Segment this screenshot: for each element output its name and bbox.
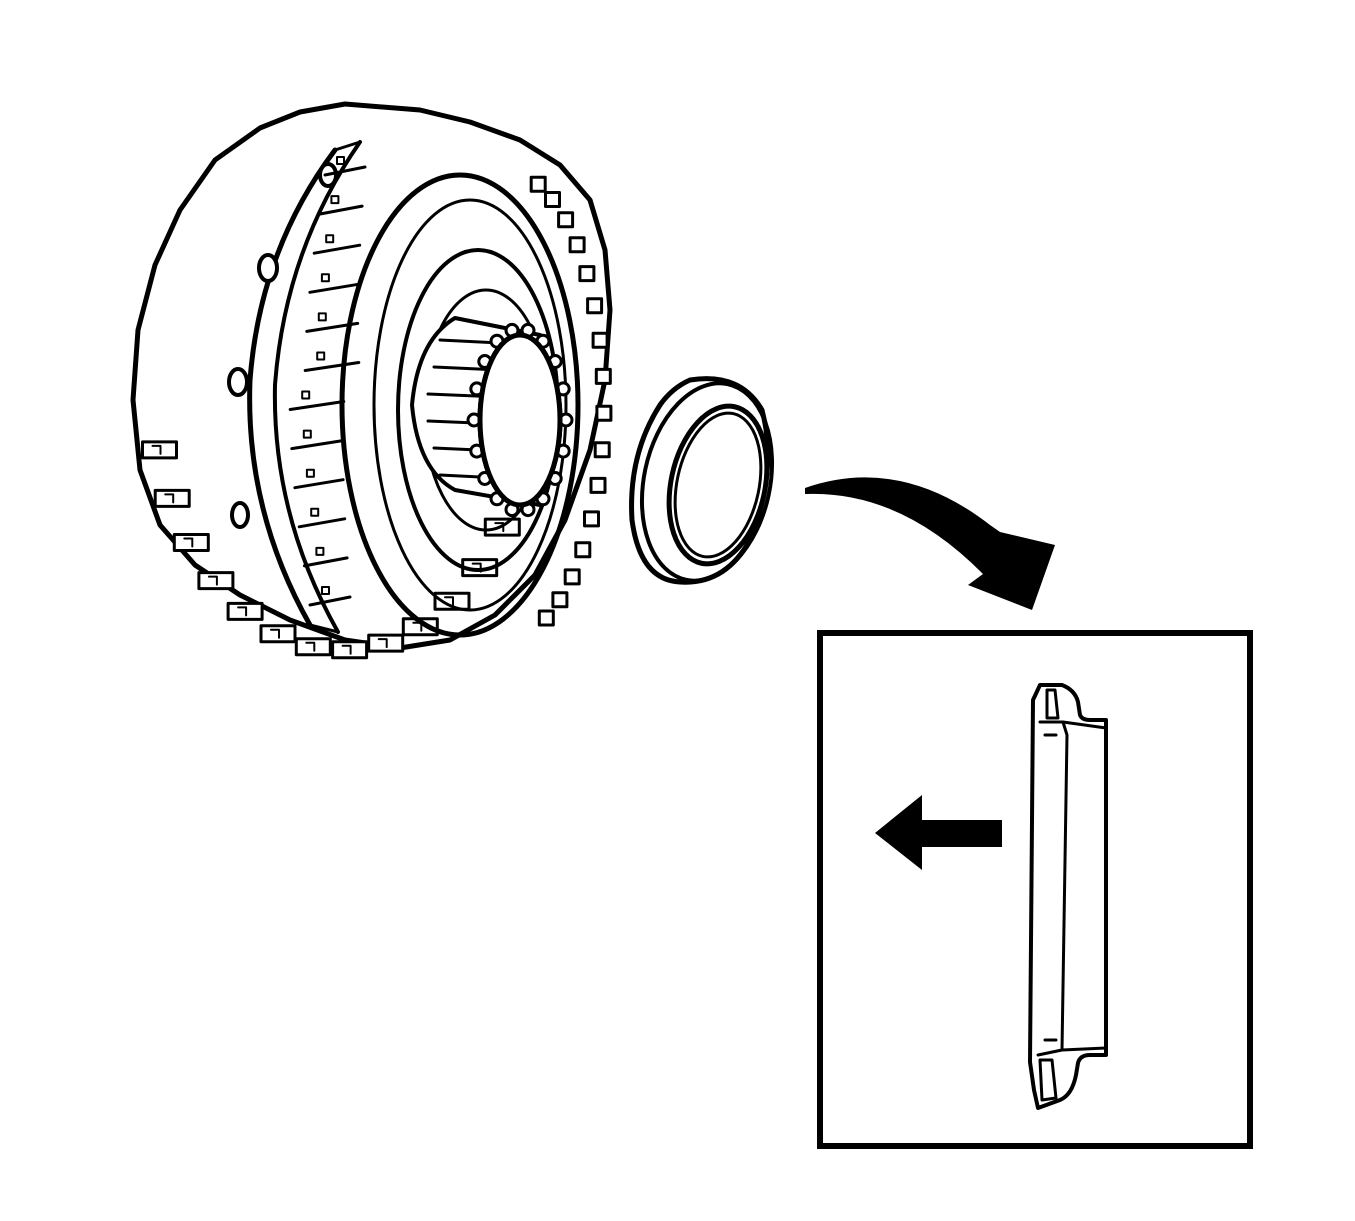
spline-tooth: [367, 633, 405, 653]
face-tooth: [574, 541, 592, 559]
face-tooth: [591, 331, 609, 349]
spline-tooth: [331, 640, 369, 660]
thrust-bearing-washer: [629, 376, 775, 585]
drum-rib: [302, 556, 349, 568]
face-tooth: [568, 236, 586, 254]
spline-tooth: [141, 440, 178, 460]
hub-bore: [477, 332, 563, 508]
splined-hub: [410, 316, 574, 518]
drum-rib: [305, 321, 360, 333]
face-tooth: [551, 591, 569, 609]
face-tooth: [557, 211, 575, 229]
curved-arrow-icon: [805, 477, 1055, 610]
drum-front-splines: [288, 156, 613, 627]
face-tooth: [537, 609, 555, 627]
face-tooth: [589, 476, 607, 494]
drum-rib: [312, 243, 362, 255]
drum-rib: [317, 204, 364, 216]
spline-tooth: [433, 591, 471, 611]
face-tooth: [578, 265, 596, 283]
drum-rib: [323, 165, 367, 177]
clutch-drum-assembly: [130, 101, 613, 660]
face-tooth: [544, 191, 561, 208]
drum-rib: [297, 517, 347, 529]
detail-callout-box: [817, 630, 1253, 1149]
spline-tooth: [294, 637, 332, 657]
face-tooth: [595, 404, 613, 422]
face-tooth: [594, 367, 612, 385]
drum-rib: [303, 361, 361, 372]
drum-back-splines: [141, 440, 521, 660]
drum-rib: [293, 478, 345, 490]
spline-tooth: [226, 601, 264, 621]
drum-rib: [308, 595, 352, 607]
face-tooth: [586, 297, 604, 315]
drum-rib: [308, 282, 360, 294]
face-tooth: [563, 568, 581, 586]
drum-rib: [288, 400, 346, 411]
spline-tooth: [197, 571, 235, 591]
face-tooth: [529, 175, 547, 193]
left-arrow-icon: [875, 795, 1002, 870]
drum-rib: [290, 439, 345, 451]
spline-tooth: [153, 488, 191, 508]
washer-cross-section: [1028, 683, 1108, 1110]
spline-tooth: [401, 617, 439, 637]
face-tooth: [593, 441, 611, 459]
face-tooth: [583, 510, 600, 528]
spline-tooth: [259, 624, 297, 644]
spline-tooth: [172, 533, 210, 552]
